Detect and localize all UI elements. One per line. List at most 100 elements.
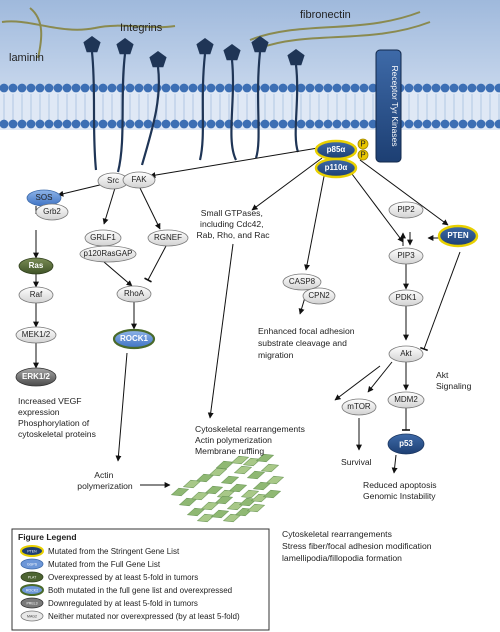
- actin-filament-icon: [233, 465, 253, 475]
- lipid-head-icon: [53, 119, 63, 129]
- integrin-head-icon: [223, 44, 241, 61]
- actin-filament-icon: [220, 475, 240, 485]
- lipid-head-icon: [188, 119, 198, 129]
- laminin-label: laminin: [9, 52, 44, 64]
- cpn2-label: CPN2: [308, 291, 330, 300]
- survival-text: Survival: [341, 457, 372, 467]
- rtk-label: Receptor Tyr Kinases: [390, 65, 400, 146]
- lipid-head-icon: [62, 119, 72, 129]
- edge-akt-cyto: [334, 365, 381, 401]
- cell-membrane: [0, 0, 500, 130]
- lipid-head-icon: [449, 83, 459, 93]
- rhoa-label: RhoA: [124, 289, 145, 298]
- lipid-head-icon: [305, 119, 315, 129]
- legend-item: PREL3 Downregulated by at least 5-fold in…: [20, 597, 198, 609]
- fak-label: FAK: [131, 175, 147, 184]
- mdm2-label: MDM2: [394, 395, 418, 404]
- focal-adhesion-text: Enhanced focal adhesion substrate cleava…: [258, 326, 357, 360]
- lipid-head-icon: [80, 83, 90, 93]
- lipid-head-icon: [35, 119, 45, 129]
- lipid-head-icon: [224, 83, 234, 93]
- lipid-head-icon: [152, 83, 162, 93]
- edge-pi3k-pten: [359, 159, 449, 226]
- legend-swatch-label: PREL3: [26, 601, 37, 605]
- integrin-receptors: [83, 36, 305, 173]
- pdk1-node: PDK1: [388, 289, 424, 307]
- sos-label: SOS: [36, 193, 53, 202]
- lipid-head-icon: [332, 119, 342, 129]
- lipid-head-icon: [35, 83, 45, 93]
- lipid-head-icon: [368, 83, 378, 93]
- lipid-head-icon: [440, 83, 450, 93]
- lipid-head-icon: [0, 119, 9, 129]
- p120rasgap-label: p120RasGAP: [84, 249, 133, 258]
- legend-swatch-icon: [20, 545, 44, 557]
- lipid-head-icon: [215, 119, 225, 129]
- legend-swatch-label: MAG2: [27, 614, 37, 618]
- lipid-head-icon: [17, 119, 27, 129]
- casp8-node: CASP8: [282, 273, 322, 291]
- lipid-head-icon: [458, 83, 468, 93]
- cytoskeleton-mesh: [170, 453, 285, 523]
- actin-filament-icon: [246, 470, 266, 480]
- bottom-outcome-text: Cytoskeletal rearrangements Stress fiber…: [282, 529, 434, 563]
- lipid-head-icon: [287, 119, 297, 129]
- src-label: Src: [107, 176, 119, 185]
- lipid-head-icon: [332, 83, 342, 93]
- lipid-head-icon: [359, 83, 369, 93]
- mtor-label: mTOR: [347, 402, 371, 411]
- edge-gtpases-cyto: [207, 243, 234, 419]
- legend-swatch-label: PTEN: [27, 549, 37, 553]
- lipid-head-icon: [485, 83, 495, 93]
- lipid-head-icon: [431, 119, 441, 129]
- lipid-head-icon: [323, 83, 333, 93]
- lipid-head-icon: [431, 83, 441, 93]
- lipid-head-icon: [0, 83, 9, 93]
- integrin-head-icon: [287, 49, 305, 66]
- lipid-head-icon: [323, 119, 333, 129]
- lipid-head-icon: [134, 83, 144, 93]
- lipid-head-icon: [350, 83, 360, 93]
- actin-filament-icon: [214, 495, 234, 505]
- lipid-head-icon: [98, 119, 108, 129]
- lipid-head-icon: [161, 83, 171, 93]
- lipid-head-icon: [476, 119, 486, 129]
- lipid-head-icon: [422, 119, 432, 129]
- integrin-head-icon: [251, 36, 269, 53]
- lipid-head-icon: [143, 119, 153, 129]
- lipid-head-icon: [134, 119, 144, 129]
- lipid-head-icon: [26, 83, 36, 93]
- lipid-head-icon: [206, 83, 216, 93]
- lipid-head-icon: [296, 83, 306, 93]
- integrin-head-icon: [83, 36, 101, 53]
- mek-label: MEK1/2: [22, 330, 51, 339]
- pip3-label: PIP3: [397, 251, 415, 260]
- edge-src-grlf1: [102, 187, 116, 225]
- actin-filament-icon: [255, 453, 275, 463]
- legend-swatch-icon: [20, 558, 44, 570]
- legend-item-label: Both mutated in the full gene list and o…: [48, 586, 232, 595]
- lipid-head-icon: [242, 119, 252, 129]
- lipid-head-icon: [305, 83, 315, 93]
- lipid-head-icon: [476, 83, 486, 93]
- lipid-head-icon: [494, 119, 500, 129]
- fak-node: FAK: [122, 171, 156, 189]
- integrin-head-icon: [149, 51, 167, 68]
- pip2-node: PIP2: [388, 201, 424, 219]
- p110a-node: [314, 157, 358, 179]
- lipid-head-icon: [8, 119, 18, 129]
- p110a-label: p110α: [325, 163, 348, 172]
- legend-item-label: Downregulated by at least 5-fold in tumo…: [48, 599, 198, 608]
- lipid-head-icon: [188, 83, 198, 93]
- legend-swatch-icon: [20, 610, 44, 622]
- phospho-1-label: P: [360, 140, 365, 149]
- fibronectin-label: fibronectin: [300, 9, 351, 21]
- erk-node: ERK1/2: [15, 367, 57, 387]
- mdm2-node: MDM2: [387, 391, 425, 409]
- akt-signaling-text: Akt Signaling: [436, 370, 472, 391]
- pip2-label: PIP2: [397, 205, 415, 214]
